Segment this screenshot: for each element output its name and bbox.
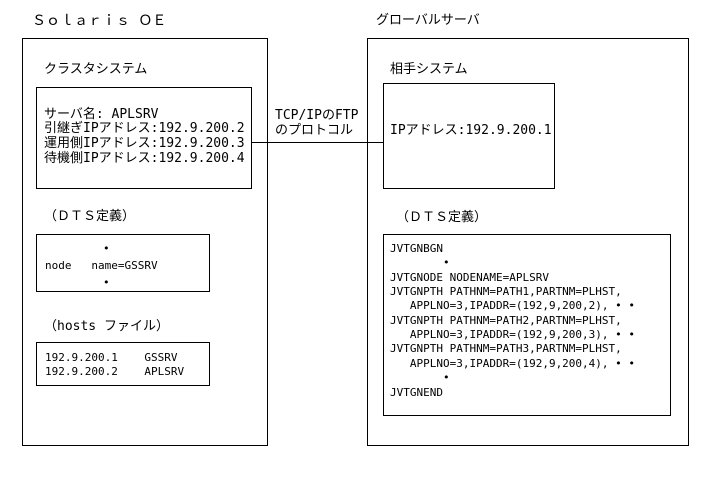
right-dts-line-3: JVTGNODE NODENAME=APLSRV (390, 271, 549, 284)
hosts-line-aplsrv: 192.9.200.2 APLSRV (45, 365, 185, 378)
solaris-title: Ｓｏｌａｒｉｓ ＯＥ (32, 13, 167, 29)
right-dts-line-4: JVTGNPTH PATHNM=PATH1,PARTNM=PLHST, (390, 285, 622, 298)
left-dts-dot-bottom: • (103, 276, 110, 289)
right-dts-line-11: JVTGNEND (390, 386, 443, 399)
hosts-line-gssrv: 192.9.200.1 GSSRV (45, 351, 178, 364)
right-dts-line-2: • (390, 256, 450, 269)
cluster-system-box (36, 87, 252, 189)
solaris-frame (22, 38, 268, 446)
cluster-line-standby-ip: 待機側IPアドレス:192.9.200.4 (44, 151, 245, 166)
hosts-file-title: （hosts ファイル） (44, 319, 169, 334)
cluster-line-active-ip: 運用側IPアドレス:192.9.200.3 (44, 136, 245, 151)
right-dts-title: （ＤＴＳ定義） (396, 210, 488, 225)
connection-label-line2: のプロトコル (275, 123, 354, 138)
partner-system-box (383, 83, 555, 189)
partner-ip: IPアドレス:192.9.200.1 (390, 123, 552, 138)
right-dts-line-6: JVTGNPTH PATHNM=PATH2,PARTNM=PLHST, (390, 314, 622, 327)
right-dts-line-7: APPLNO=3,IPADDR=(192,9,200,3), • • (390, 328, 636, 341)
left-dts-title: （ＤＴＳ定義） (44, 209, 136, 224)
connection-label-line1: TCP/IPのFTP (275, 108, 359, 123)
right-dts-box (383, 234, 671, 416)
right-dts-line-1: JVTGNBGN (390, 242, 443, 255)
global-server-frame (367, 38, 689, 446)
left-dts-box (36, 234, 210, 292)
global-server-title: グローバルサーバ (376, 13, 480, 28)
cluster-system-title: クラスタシステム (44, 62, 148, 77)
left-dts-dot-top: • (103, 242, 110, 255)
cluster-line-server: サーバ名: APLSRV (44, 107, 159, 122)
cluster-line-takeover-ip: 引継ぎIPアドレス:192.9.200.2 (44, 121, 245, 136)
partner-system-title: 相手システム (390, 62, 468, 77)
right-dts-line-10: • (390, 371, 450, 384)
right-dts-line-8: JVTGNPTH PATHNM=PATH3,PARTNM=PLHST, (390, 342, 622, 355)
right-dts-line-9: APPLNO=3,IPADDR=(192,9,200,4), • • (390, 357, 636, 370)
right-dts-line-5: APPLNO=3,IPADDR=(192,9,200,2), • • (390, 299, 636, 312)
ftp-connection-line (252, 142, 383, 143)
hosts-file-box (36, 342, 210, 386)
left-dts-node-line: node name=GSSRV (45, 259, 158, 272)
